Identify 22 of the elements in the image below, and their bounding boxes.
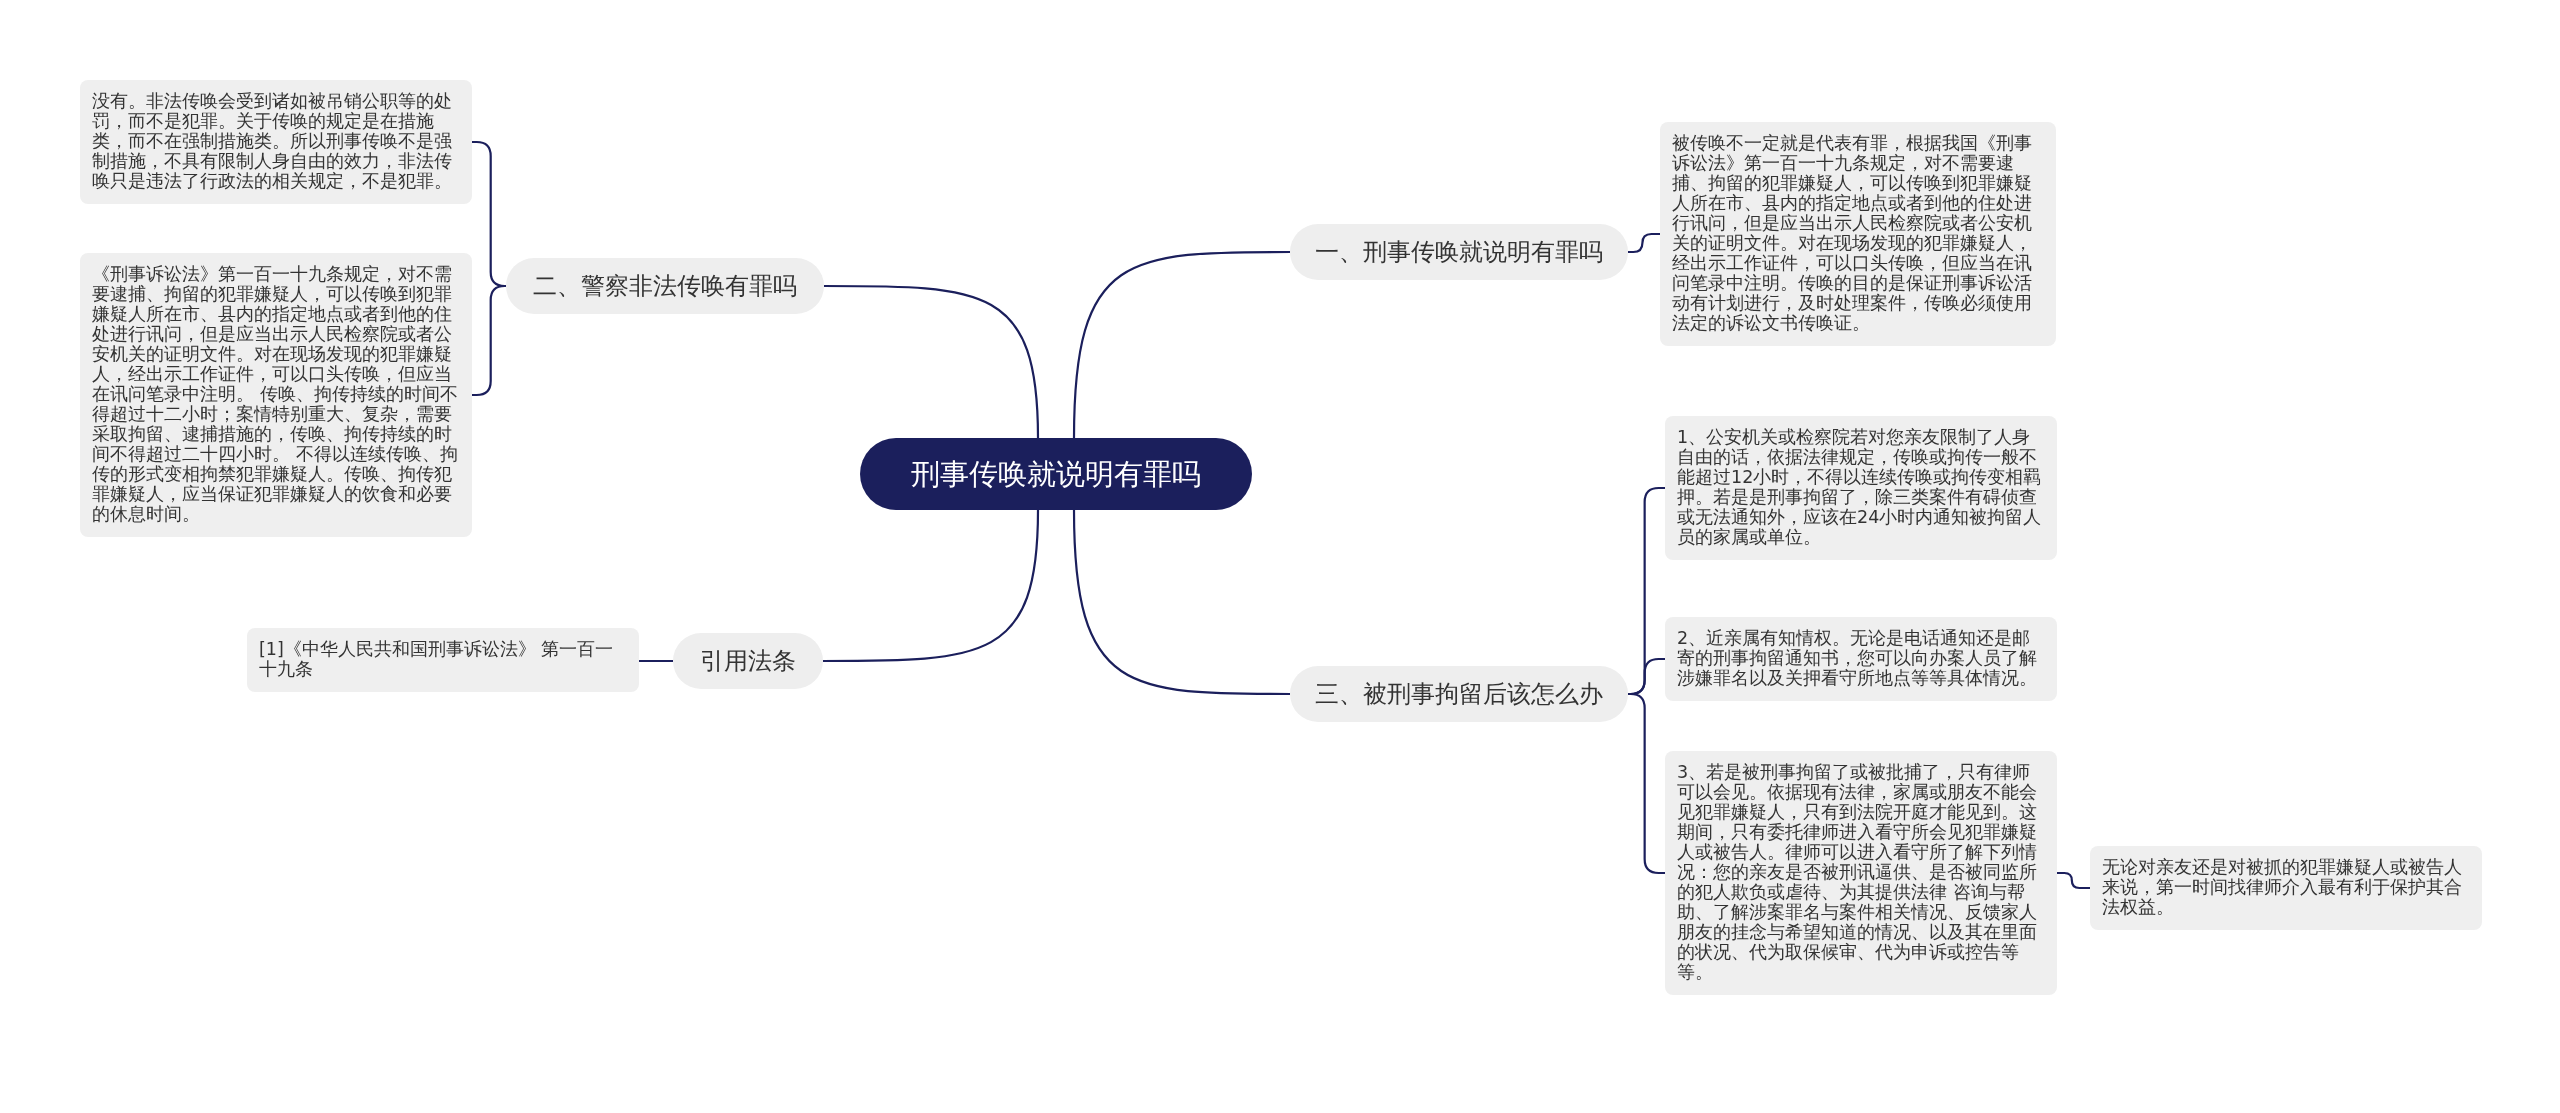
connector-line (1628, 692, 1665, 875)
note-card: 没有。非法传唤会受到诸如被吊销公职等的处罚，而不是犯罪。关于传唤的规定是在措施类，而不在强制措施类。所以刑事传唤不是强制措施，不具有限制人身自由的效力，非法传唤只是违法了行政法的相关规定，不是犯罪。 (80, 80, 472, 204)
note-card: 2、近亲属有知情权。无论是电话通知还是邮寄的刑事拘留通知书，您可以向办案人员了解涉嫌罪名以及关押看守所地点等等具体情况。 (1665, 617, 2057, 701)
connector-line (823, 509, 1040, 663)
connector-line (824, 284, 1040, 439)
branch-topic: 引用法条 (673, 633, 823, 689)
connector-line (1072, 250, 1290, 439)
connector-line (1628, 232, 1660, 254)
note-card: 3、若是被刑事拘留了或被批捕了，只有律师可以会见。依据现有法律，家属或朋友不能会见犯罪嫌疑人，只有到法院开庭才能见到。这期间，只有委托律师进入看守所会见犯罪嫌疑人或被告人。律师可以进入看守所了解下列情况：您的亲友是否被刑讯逼供、是否被同监所的犯人欺负或虐待、为其提供法律 咨询与帮助、了解涉案罪名与案件相关情况、反馈家人朋友的挂念与希望知道的情况、以及其在里面的状况、代为取保候审、代为申诉或控告等等。 (1665, 751, 2057, 995)
branch-topic: 一、刑事传唤就说明有罪吗 (1290, 224, 1628, 280)
note-card: 《刑事诉讼法》第一百一十九条规定，对不需要逮捕、拘留的犯罪嫌疑人，可以传唤到犯罪嫌疑人所在市、县内的指定地点或者到他的住处进行讯问，但是应当出示人民检察院或者公安机关的证明文件。对在现场发现的犯罪嫌疑人，经出示工作证件，可以口头传唤，但应当在讯问笔录中注明。 传唤、拘传持续的时间不得超过十二小时；案情特别重大、复杂，需要采取拘留、逮捕措施的，传唤、拘传持续的时间不得超过二十四小时。 不得以连续传唤、拘传的形式变相拘禁犯罪嫌疑人。传唤、拘传犯罪嫌疑人，应当保证犯罪嫌疑人的饮食和必要的休息时间。 (80, 253, 472, 537)
branch-topic: 三、被刑事拘留后该怎么办 (1290, 666, 1628, 722)
connector-line (639, 659, 673, 663)
note-card: [1]《中华人民共和国刑事诉讼法》 第一百一十九条 (247, 628, 639, 692)
connector-line (472, 284, 507, 397)
note-card: 无论对亲友还是对被抓的犯罪嫌疑人或被告人来说，第一时间找律师介入最有利于保护其合法权益。 (2090, 846, 2482, 930)
note-card: 被传唤不一定就是代表有罪，根据我国《刑事诉讼法》第一百一十九条规定，对不需要逮捕、拘留的犯罪嫌疑人，可以传唤到犯罪嫌疑人所在市、县内的指定地点或者到他的住处进行讯问，但是应当出示人民检察院或者公安机关的证明文件。对在现场发现的犯罪嫌疑人，经出示工作证件，可以口头传唤，但应当在讯问笔录中注明。传唤的目的是保证刑事诉讼活动有计划进行，及时处理案件，传唤必须使用法定的诉讼文书传唤证。 (1660, 122, 2056, 346)
note-card: 1、公安机关或检察院若对您亲友限制了人身自由的话，依据法律规定，传唤或拘传一般不能超过12小时，不得以连续传唤或拘传变相羁押。若是是刑事拘留了，除三类案件有碍侦查或无法通知外，应该在24小时内通知被拘留人员的家属或单位。 (1665, 416, 2057, 560)
connector-line (2057, 871, 2090, 890)
branch-topic: 二、警察非法传唤有罪吗 (506, 258, 824, 314)
central-topic: 刑事传唤就说明有罪吗 (860, 438, 1252, 510)
connector-line (1072, 509, 1290, 696)
